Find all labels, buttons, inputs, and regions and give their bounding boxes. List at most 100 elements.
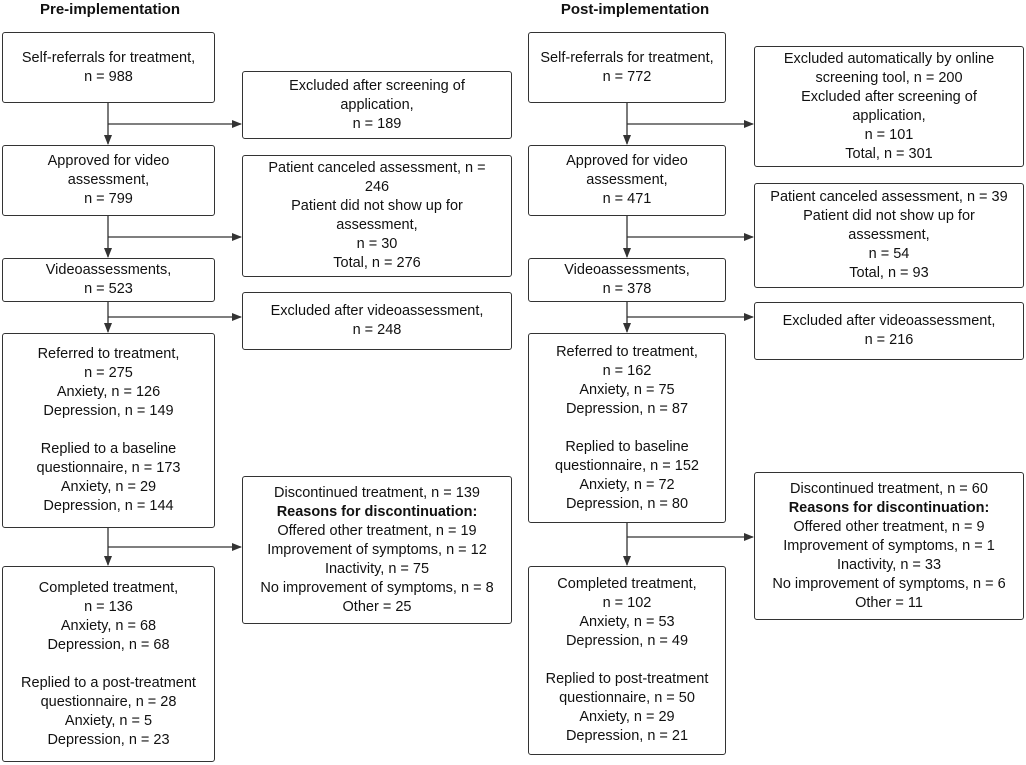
box-line: Approved for video [566, 153, 688, 169]
box-line: Referred to treatment, [37, 346, 180, 362]
pre-implementation-heading: Pre-implementation [39, 1, 181, 18]
box-line: Improvement of symptoms, n = 1 [783, 537, 995, 554]
box-line: Referred to treatment, [556, 343, 698, 360]
box-line: assessment, [67, 172, 150, 188]
box-line: n = 523 [84, 281, 133, 297]
box-line: Anxiety, n = 68 [60, 617, 157, 634]
box-line [546, 651, 709, 670]
box-line: n = 471 [602, 191, 652, 207]
box-line: Discontinued treatment, n = 60 [790, 480, 988, 497]
box-line: Patient canceled assessment, n = 39 [770, 189, 1008, 205]
box-line: assessment, [848, 227, 930, 243]
box-line: Self-referrals for treatment, [21, 49, 196, 66]
box-line: Approved for video [47, 153, 170, 169]
box-line: Excluded after screening of [289, 77, 465, 94]
box-line: Videoassessments, [564, 262, 690, 278]
post-canceled-box: Patient canceled assessment, n = 39 Patie… [754, 183, 1024, 288]
box-line: Inactivity, n = 33 [836, 556, 942, 573]
box-line: Completed treatment, [557, 576, 697, 592]
box-line: Inactivity, n = 75 [324, 560, 430, 577]
box-line: n = 162 [602, 362, 652, 379]
box-line: Anxiety, n = 126 [56, 384, 161, 400]
box-line: Reasons for discontinuation: [788, 499, 990, 516]
pre-approved-text: Approved for video assessment, n = 799 [48, 152, 170, 209]
box-line: Anxiety, n = 53 [579, 614, 675, 630]
box-line: Depression, n = 21 [565, 728, 689, 744]
box-line: Patient did not show up for [803, 208, 975, 224]
box-line: Excluded after screening of [801, 88, 977, 105]
box-line: n = 799 [84, 191, 133, 207]
pre-self-referrals-box: Self-referrals for treatment, n = 988 [2, 32, 215, 103]
box-line [21, 655, 196, 674]
box-line: Videoassessments, [45, 262, 172, 278]
box-line: Offered other treatment, n = 9 [793, 518, 985, 535]
box-line: Depression, n = 149 [43, 403, 174, 419]
box-line: Total, n = 276 [333, 255, 421, 271]
box-line: Anxiety, n = 75 [579, 381, 675, 398]
box-line: Patient did not show up for [291, 198, 463, 214]
box-line: Excluded after videoassessment, [270, 303, 484, 319]
pre-videoassessments-text: Videoassessments, n = 523 [46, 261, 171, 299]
box-line: Other = 11 [855, 594, 923, 611]
box-line: Discontinued treatment, n = 139 [274, 484, 480, 501]
box-line: n = 102 [602, 595, 652, 611]
box-line: Depression, n = 144 [43, 498, 174, 514]
box-line: Anxiety, n = 5 [64, 712, 153, 729]
post-implementation-heading: Post-implementation [560, 1, 710, 18]
box-line: assessment, [336, 217, 418, 233]
post-self-referrals-box: Self-referrals for treatment, n = 772 [528, 32, 726, 103]
pre-excluded-video-text: Excluded after videoassessment,n = 248 [271, 302, 484, 340]
box-line: n = 988 [84, 68, 133, 85]
box-line: Replied to baseline [565, 438, 689, 455]
box-line: Anxiety, n = 72 [579, 476, 675, 493]
box-line: Self-referrals for treatment, [540, 49, 714, 66]
box-line: No improvement of symptoms, n = 8 [260, 579, 494, 596]
box-line [37, 421, 181, 440]
post-discontinued-box: Discontinued treatment, n = 60 Reasons fo… [754, 472, 1024, 620]
box-line: Depression, n = 80 [565, 495, 689, 512]
post-canceled-text: Patient canceled assessment, n = 39 Patie… [770, 188, 1007, 283]
box-line: Excluded after videoassessment, [782, 313, 996, 329]
box-line: Total, n = 301 [845, 145, 933, 162]
box-line: n = 30 [356, 236, 398, 252]
box-line: Depression, n = 49 [565, 633, 689, 649]
box-line: Completed treatment, [38, 579, 179, 596]
box-line: Depression, n = 23 [47, 731, 170, 748]
box-line: Depression, n = 68 [47, 636, 170, 653]
pre-excluded-video-box: Excluded after videoassessment,n = 248 [242, 292, 512, 350]
box-line: questionnaire, n = 173 [36, 460, 181, 476]
box-line: n = 772 [602, 68, 652, 85]
box-line: Excluded automatically by online [783, 50, 995, 67]
box-line: n = 378 [602, 281, 652, 297]
box-line: n = 101 [864, 126, 914, 143]
box-line: questionnaire, n = 152 [555, 457, 699, 474]
box-line: Replied to a baseline [40, 441, 177, 457]
box-line: Replied to a post-treatment [21, 674, 196, 691]
box-line: 246 [364, 179, 390, 195]
box-line: application, [852, 107, 926, 124]
post-videoassessments-text: Videoassessments, n = 378 [564, 261, 689, 299]
box-line: questionnaire, n = 50 [559, 690, 695, 706]
post-self-referrals-text: Self-referrals for treatment, n = 772 [540, 49, 713, 87]
post-videoassessments-box: Videoassessments, n = 378 [528, 258, 726, 302]
box-line: No improvement of symptoms, n = 6 [772, 575, 1006, 592]
post-excluded-video-box: Excluded after videoassessment,n = 216 [754, 302, 1024, 360]
box-line: Replied to post-treatment [545, 671, 709, 687]
box-line: Patient canceled assessment, n = [268, 160, 486, 176]
post-discontinued-text: Discontinued treatment, n = 60 Reasons fo… [772, 480, 1005, 613]
box-line: Anxiety, n = 29 [60, 479, 157, 495]
box-line: Improvement of symptoms, n = 12 [267, 541, 487, 558]
box-line: assessment, [586, 172, 668, 188]
